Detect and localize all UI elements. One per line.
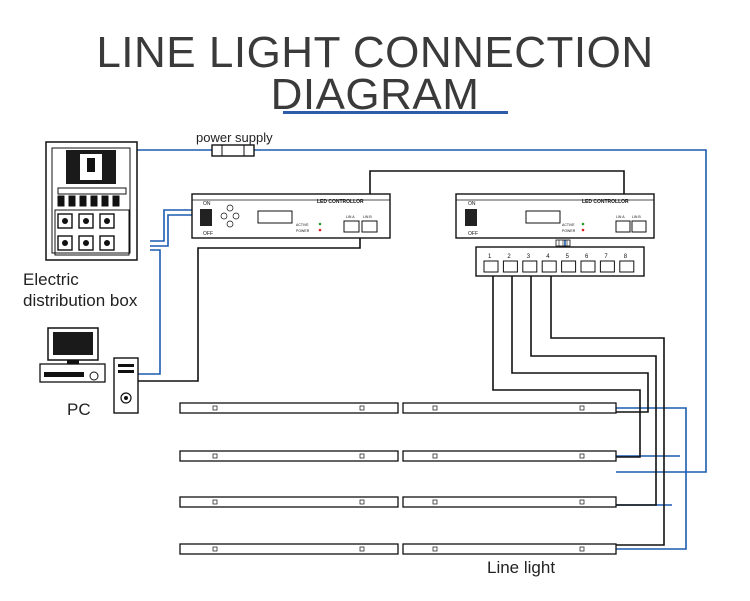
- port-4-wire: [550, 272, 665, 546]
- led-controller-1: ON OFF LED CONTROLLOR ACTIVE POWER LIN A…: [191, 193, 391, 239]
- distribution-box-label-line-2: distribution box: [23, 291, 138, 310]
- splitter-ports: 1 2 3 4 5 6 7 8: [483, 254, 635, 273]
- splitter-port-label-4: 4: [546, 254, 550, 260]
- splitter-port-7: [599, 260, 615, 273]
- line-light-1-power: [616, 407, 687, 550]
- line-light-row-3: [179, 496, 617, 508]
- led-controller-2: ON OFF LED CONTROLLOR ACTIVE POWER LIN A…: [455, 193, 655, 239]
- splitter-port-label-2: 2: [507, 254, 511, 260]
- controller-1-power: POWER: [296, 229, 310, 233]
- line-light-row-2: [179, 450, 617, 462]
- splitter-port-2: [502, 260, 518, 273]
- controller-2-lin-b: LIN B: [632, 215, 641, 219]
- port-3-wire: [530, 272, 657, 506]
- power-supply-label: power supply: [196, 130, 273, 145]
- splitter-port-5: [561, 260, 577, 273]
- distribution-box-label: Electric distribution box: [23, 269, 137, 311]
- controller-2-off-label: OFF: [468, 231, 478, 237]
- diagram-title-line-1: LINE LIGHT CONNECTION: [96, 28, 654, 77]
- splitter-port-label-1: 1: [488, 254, 492, 260]
- pc-label: PC: [67, 400, 91, 419]
- box-to-controller-1-power-2: [150, 209, 192, 242]
- controller-2-power: POWER: [562, 229, 576, 233]
- splitter-port-label-7: 7: [604, 254, 608, 260]
- splitter-port-1: [483, 260, 499, 273]
- diagram-title-line-2: DIAGRAM: [270, 70, 480, 119]
- splitter-port-8: [619, 260, 635, 273]
- pc-power-wire: [138, 249, 161, 375]
- controller-2-lin-a: LIN A: [616, 215, 625, 219]
- splitter-port-4: [541, 260, 557, 273]
- splitter-port-6: [580, 260, 596, 273]
- controller-2-brand: LED CONTROLLOR: [582, 199, 629, 205]
- title-underline: [283, 111, 508, 114]
- pc-computer: [39, 327, 139, 414]
- power-wiring: [136, 149, 707, 550]
- line-lights: [179, 402, 617, 555]
- controller-2-on-label: ON: [468, 201, 476, 207]
- line-light-row-1: [179, 402, 617, 414]
- controller-1-lin-b: LIN B: [363, 215, 372, 219]
- port-1-wire: [492, 272, 641, 458]
- distribution-box-label-line-1: Electric: [23, 270, 79, 289]
- splitter-port-label-3: 3: [527, 254, 531, 260]
- controller-2-active: ACTIVE: [562, 223, 575, 227]
- controller-1-on-label: ON: [203, 201, 211, 207]
- splitter-port-label-5: 5: [566, 254, 570, 260]
- box-to-controller-1-power: [150, 214, 192, 247]
- controller-1-off-label: OFF: [203, 231, 213, 237]
- eight-port-splitter: 1 2 3 4 5 6 7 8: [475, 239, 645, 277]
- port-2-wire: [511, 272, 649, 413]
- splitter-port-3: [522, 260, 538, 273]
- controller-1-active: ACTIVE: [296, 223, 309, 227]
- splitter-port-label-6: 6: [585, 254, 589, 260]
- controller-1-brand: LED CONTROLLOR: [317, 199, 364, 205]
- power-supply-unit: [211, 144, 255, 157]
- controller-1-lin-a: LIN A: [346, 215, 355, 219]
- controller-1-to-pc-wire: [138, 232, 361, 382]
- splitter-port-label-8: 8: [624, 254, 628, 260]
- power-supply-output-wire: [254, 149, 707, 473]
- line-light-row-4: [179, 543, 617, 555]
- line-light-label: Line light: [487, 558, 556, 577]
- electric-distribution-box: [45, 141, 138, 261]
